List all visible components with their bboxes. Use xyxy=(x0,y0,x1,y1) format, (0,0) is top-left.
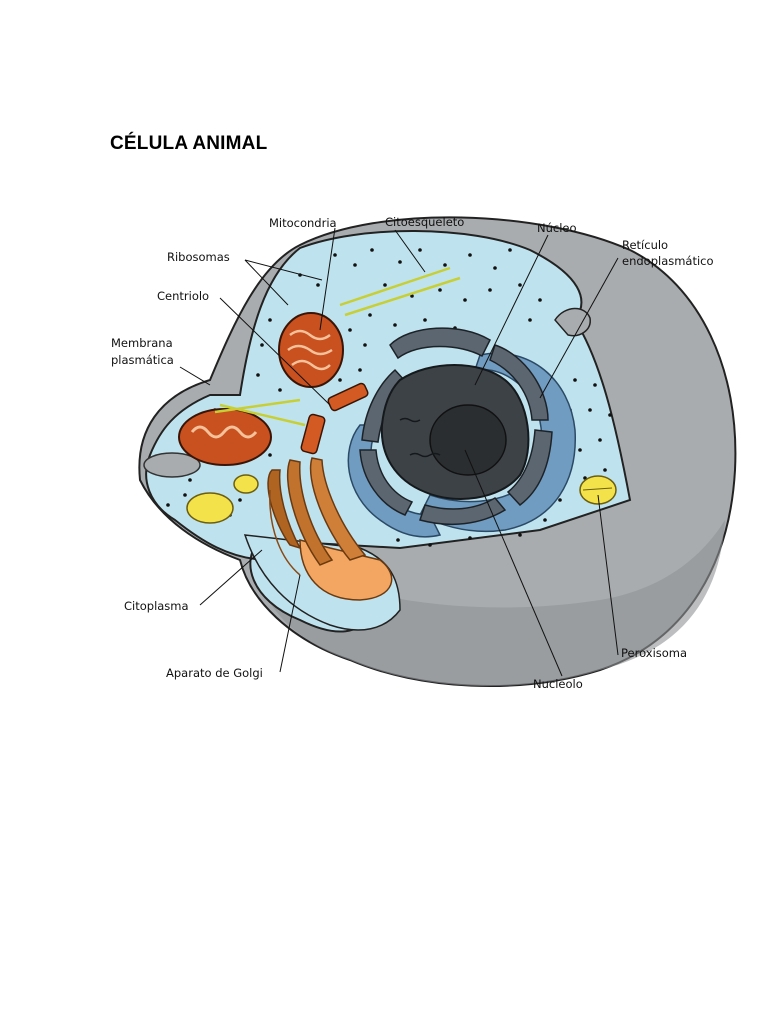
label-reticulo-line2: endoplasmático xyxy=(622,254,714,268)
label-peroxisoma: Peroxisoma xyxy=(621,646,687,660)
peroxisome-divider xyxy=(582,487,613,491)
leader-lines xyxy=(179,227,619,677)
label-membrana-line1: Membrana xyxy=(111,336,173,350)
golgi-apparatus xyxy=(267,457,393,601)
label-mitocondria: Mitocondria xyxy=(269,216,337,230)
mitochondrion-lower xyxy=(178,408,272,466)
label-citoesqueleto: Citoesqueleto xyxy=(385,215,464,229)
label-aparato-golgi: Aparato de Golgi xyxy=(166,666,263,680)
vesicle-left xyxy=(186,492,234,524)
nucleolus xyxy=(429,404,507,476)
centriole-upper xyxy=(327,382,369,412)
membrane-fold xyxy=(143,452,201,478)
peroxisome-right xyxy=(579,475,617,505)
page-title: CÉLULA ANIMAL xyxy=(110,133,268,154)
label-membrana-line2: plasmática xyxy=(111,353,174,367)
label-nucleo: Núcleo xyxy=(537,221,577,235)
chromatin xyxy=(399,417,441,458)
cell-lower-shade xyxy=(248,520,725,687)
cytoskeleton xyxy=(214,266,461,427)
ribosomes xyxy=(166,248,612,547)
label-nucleolo: Nucleolo xyxy=(533,677,583,691)
label-centriolo: Centriolo xyxy=(157,289,209,303)
label-reticulo-line1: Retículo xyxy=(622,238,668,252)
centriole-lower xyxy=(300,413,326,455)
vesicle-small xyxy=(233,474,259,494)
mitochondrion-upper xyxy=(278,312,344,388)
label-citoplasma: Citoplasma xyxy=(124,599,189,613)
label-ribosomas: Ribosomas xyxy=(167,250,230,264)
